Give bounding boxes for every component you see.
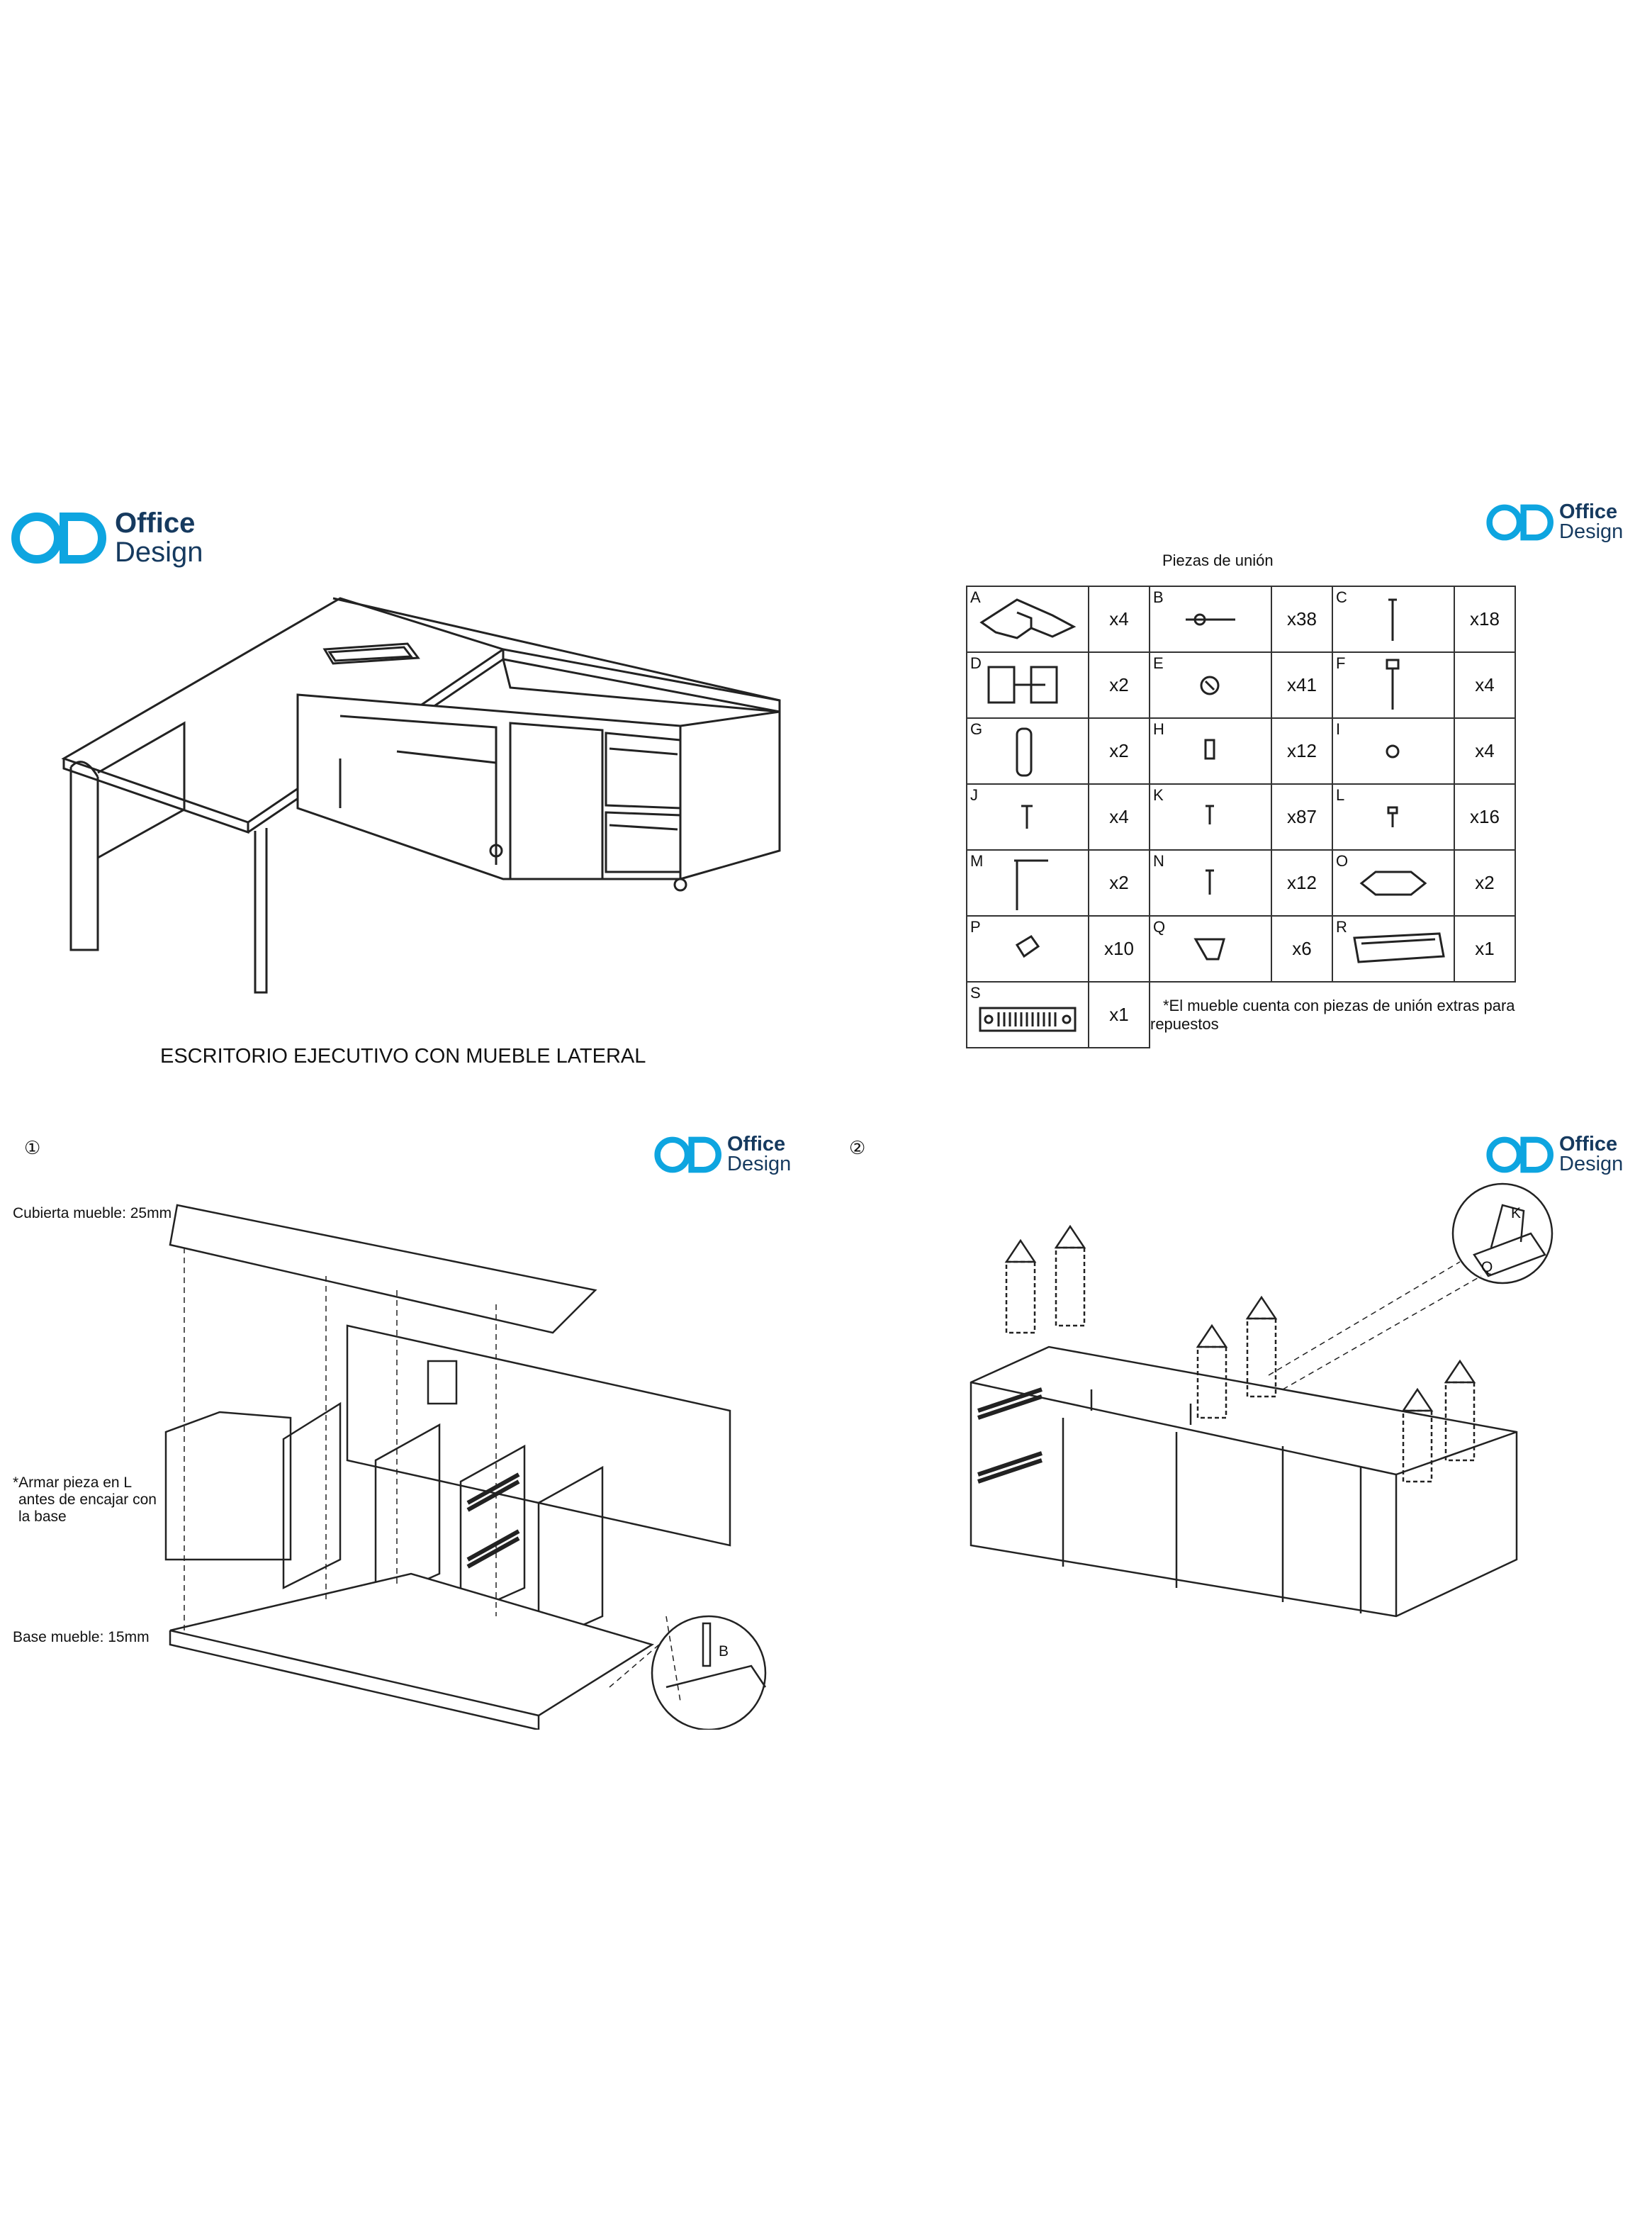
step-2-base-view [970, 1182, 1553, 1618]
step-1-note: *Armar pieza en L antes de encajar con l… [13, 1474, 157, 1525]
od-logo-icon [1486, 504, 1553, 540]
part-cell-q: Q [1149, 915, 1272, 983]
parts-table: A x4 B x38 C x18 D x2 E x41 F x4 G x2 H … [966, 586, 1516, 1048]
dowel-bolt-icon [1186, 613, 1235, 626]
part-cell-o: O [1332, 849, 1455, 917]
part-qty-n: x12 [1271, 849, 1333, 917]
short-screw-icon [1206, 805, 1214, 824]
brand-logo-main: Office Design [10, 508, 203, 569]
brand-name-line2: Design [115, 537, 203, 568]
bolt-icon [1387, 806, 1398, 827]
parts-title: Piezas de unión [1162, 552, 1274, 569]
brand-name-line1: Office [1559, 1133, 1618, 1155]
part-cell-d: D [966, 651, 1089, 719]
part-cell-p: P [966, 915, 1089, 983]
part-qty-d: x2 [1088, 651, 1150, 719]
part-cell-b: B [1149, 586, 1272, 653]
part-cell-a: A [966, 586, 1089, 653]
latch-icon [987, 666, 1058, 704]
handle-icon [1016, 727, 1033, 777]
part-qty-p: x10 [1088, 915, 1150, 983]
part-qty-b: x38 [1271, 586, 1333, 653]
od-logo-icon [654, 1136, 721, 1173]
brand-logo-step1: Office Design [653, 1133, 791, 1176]
part-qty-l: x16 [1454, 783, 1516, 851]
brand-logo-parts: Office Design [1485, 500, 1623, 544]
step-2-detail-letter-k: K [1511, 1205, 1522, 1221]
part-qty-s: x1 [1088, 981, 1150, 1048]
part-qty-f: x4 [1454, 651, 1516, 719]
part-cell-g: G [966, 717, 1089, 785]
part-cell-h: H [1149, 717, 1272, 785]
part-qty-i: x4 [1454, 717, 1516, 785]
machine-screw-icon [1021, 805, 1033, 829]
part-qty-c: x18 [1454, 586, 1516, 653]
brand-name-line1: Office [727, 1133, 786, 1155]
clip-icon [1015, 935, 1040, 958]
od-logo-icon [11, 513, 106, 564]
brand-name-line2: Design [727, 1153, 792, 1175]
allen-key-icon [1014, 859, 1048, 910]
part-cell-k: K [1149, 783, 1272, 851]
brand-logo-step2: Office Design [1485, 1133, 1623, 1176]
part-cell-c: C [1332, 586, 1455, 653]
washer-icon [1386, 744, 1400, 759]
part-qty-h: x12 [1271, 717, 1333, 785]
part-qty-e: x41 [1271, 651, 1333, 719]
small-screw-icon [1206, 869, 1214, 895]
wood-screw-icon [1388, 598, 1397, 641]
part-qty-o: x2 [1454, 849, 1516, 917]
part-qty-g: x2 [1088, 717, 1150, 785]
brand-name-line1: Office [115, 508, 196, 539]
brand-name-line2: Design [1559, 520, 1624, 543]
mounting-plate-icon [1359, 871, 1427, 896]
part-qty-q: x6 [1271, 915, 1333, 983]
od-logo-icon [1486, 1136, 1553, 1173]
step-1-bottom-label: Base mueble: 15mm [13, 1629, 150, 1645]
part-cell-m: M [966, 849, 1089, 917]
step-1-exploded-view [164, 1204, 767, 1730]
step-1-number: ① [24, 1137, 41, 1158]
desk-illustration [61, 597, 781, 994]
step-1-detail-letter: B [719, 1643, 729, 1660]
step-2-detail-letter-q: Q [1481, 1259, 1493, 1275]
part-qty-j: x4 [1088, 783, 1150, 851]
part-qty-k: x87 [1271, 783, 1333, 851]
brand-name-line1: Office [1559, 500, 1618, 523]
part-cell-r: R [1332, 915, 1455, 983]
foot-bracket-icon [1193, 938, 1225, 961]
parts-note: *El mueble cuenta con piezas de unión ex… [1150, 997, 1515, 1033]
brand-name-line2: Design [1559, 1153, 1624, 1175]
lag-screw-icon [1386, 659, 1400, 710]
part-qty-r: x1 [1454, 915, 1516, 983]
step-2-number: ② [849, 1137, 866, 1158]
part-cell-i: I [1332, 717, 1455, 785]
product-title: ESCRITORIO EJECUTIVO CON MUEBLE LATERAL [160, 1045, 646, 1068]
part-qty-m: x2 [1088, 849, 1150, 917]
part-cell-l: L [1332, 783, 1455, 851]
dowel-pin-icon [1204, 739, 1215, 760]
cable-box-icon [1353, 932, 1445, 963]
cam-lock-icon [1200, 676, 1220, 695]
part-qty-a: x4 [1088, 586, 1150, 653]
corner-bracket-icon [979, 598, 1077, 639]
part-cell-s: S [966, 981, 1089, 1048]
grommet-cover-icon [979, 1007, 1077, 1032]
step-1-top-label: Cubierta mueble: 25mm [13, 1205, 172, 1221]
part-cell-f: F [1332, 651, 1455, 719]
part-cell-n: N [1149, 849, 1272, 917]
part-cell-e: E [1149, 651, 1272, 719]
part-cell-j: J [966, 783, 1089, 851]
